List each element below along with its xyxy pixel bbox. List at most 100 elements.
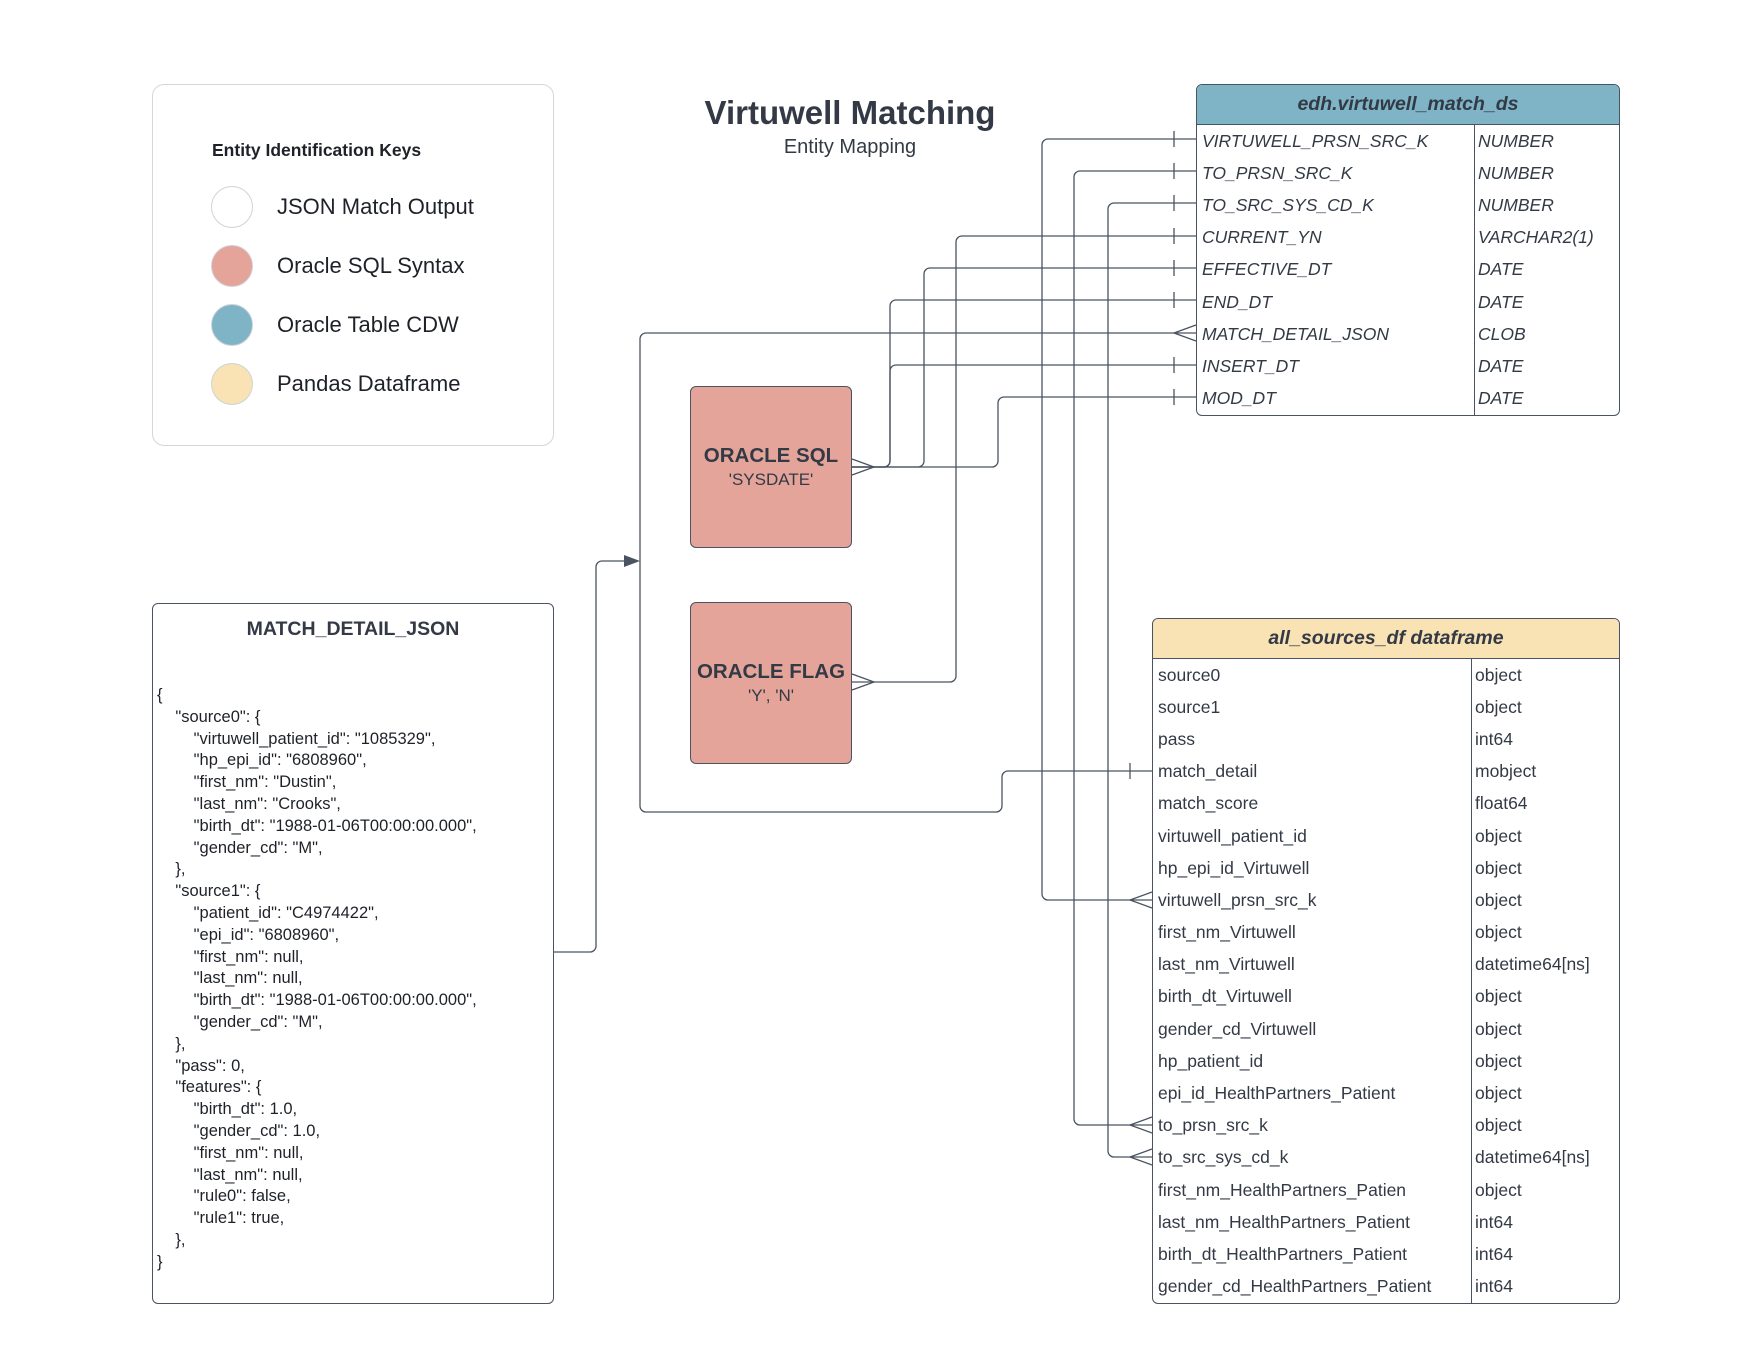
- oracle-sql-title: ORACLE SQL: [703, 444, 839, 467]
- field-name: birth_dt_HealthPartners_Patient: [1158, 1243, 1408, 1264]
- field-type: NUMBER: [1478, 130, 1554, 151]
- table-row: hp_epi_id_Virtuwell object: [1153, 852, 1619, 884]
- field-type: NUMBER: [1478, 194, 1554, 215]
- table-row: MOD_DT DATE: [1197, 383, 1619, 415]
- field-name: TO_PRSN_SRC_K: [1202, 162, 1353, 183]
- table-row: gender_cd_Virtuwell object: [1153, 1013, 1619, 1045]
- field-type: object: [1475, 1115, 1522, 1136]
- page-title: Virtuwell Matching: [704, 94, 996, 131]
- field-name: birth_dt_Virtuwell: [1158, 986, 1292, 1007]
- field-name: MOD_DT: [1202, 388, 1276, 409]
- field-name: gender_cd_Virtuwell: [1158, 1018, 1317, 1039]
- json-line: "rule0": false,: [157, 1187, 291, 1206]
- field-name: first_nm_Virtuwell: [1158, 922, 1296, 943]
- legend-label: JSON Match Output: [277, 194, 474, 219]
- field-name: CURRENT_YN: [1202, 227, 1322, 248]
- json-line: "last_nm": null,: [157, 1165, 303, 1184]
- table-row: epi_id_HealthPartners_Patient object: [1153, 1077, 1619, 1109]
- connector-current-yn: [852, 235, 1196, 683]
- json-line: "source1": {: [157, 882, 261, 901]
- json-line: "gender_cd": "M",: [157, 1012, 323, 1031]
- oracle-sql-box: ORACLE SQL 'SYSDATE': [690, 386, 852, 548]
- legend-swatch-blue: [211, 304, 253, 346]
- oracle-flag-value: 'Y', 'N': [747, 686, 795, 705]
- json-line: "gender_cd": 1.0,: [157, 1121, 321, 1140]
- json-line: "birth_dt": 1.0,: [157, 1100, 298, 1119]
- table-row: END_DT DATE: [1197, 286, 1619, 318]
- json-line: "gender_cd": "M",: [157, 838, 323, 857]
- field-type: object: [1475, 696, 1522, 717]
- json-line: "epi_id": "6808960",: [157, 925, 340, 944]
- json-line: "patient_id": "C4974422",: [157, 903, 379, 922]
- field-name: hp_patient_id: [1158, 1050, 1264, 1071]
- field-type: DATE: [1478, 388, 1524, 409]
- field-type: object: [1475, 857, 1522, 878]
- json-line: "rule1": true,: [157, 1209, 285, 1228]
- arrowhead: [624, 555, 640, 567]
- legend-item-sql: Oracle SQL Syntax: [211, 244, 464, 288]
- oracle-sql-value: 'SYSDATE': [728, 470, 814, 489]
- connector-virtuwell-prsn-src-k: [1041, 138, 1196, 901]
- field-name: epi_id_HealthPartners_Patient: [1158, 1083, 1396, 1104]
- field-type: int64: [1475, 1211, 1513, 1232]
- legend-item-json: JSON Match Output: [211, 185, 474, 229]
- oracle-flag-box: ORACLE FLAG 'Y', 'N': [690, 602, 852, 764]
- table-row: source1 object: [1153, 691, 1619, 723]
- column-divider: [1471, 659, 1472, 1303]
- field-name: pass: [1158, 728, 1195, 749]
- field-type: object: [1475, 922, 1522, 943]
- field-type: DATE: [1478, 291, 1524, 312]
- field-type: datetime64[ns]: [1475, 954, 1590, 975]
- field-type: object: [1475, 664, 1522, 685]
- field-name: MATCH_DETAIL_JSON: [1202, 323, 1390, 344]
- field-name: hp_epi_id_Virtuwell: [1158, 857, 1310, 878]
- oracle-flag-title: ORACLE FLAG: [696, 660, 846, 683]
- field-type: object: [1475, 1083, 1522, 1104]
- connector-to-prsn-src-k: [1073, 170, 1196, 1126]
- legend-item-pandas: Pandas Dataframe: [211, 362, 460, 406]
- field-name: gender_cd_HealthPartners_Patient: [1158, 1276, 1432, 1297]
- match-json-box: MATCH_DETAIL_JSON { "source0": { "virtuw…: [152, 603, 554, 1304]
- connector-effective-dt: [852, 267, 1196, 468]
- json-line: "hp_epi_id": "6808960",: [157, 751, 367, 770]
- oracle-table-name: edh.virtuwell_match_ds: [1197, 85, 1619, 125]
- field-type: object: [1475, 1018, 1522, 1039]
- json-line: }: [157, 1252, 163, 1271]
- json-line: },: [157, 860, 186, 879]
- field-name: match_score: [1158, 793, 1259, 814]
- field-name: virtuwell_patient_id: [1158, 825, 1307, 846]
- json-line: "first_nm": null,: [157, 947, 304, 966]
- json-line: "source0": {: [157, 707, 261, 726]
- connector-end-dt: [852, 299, 1196, 468]
- field-type: object: [1475, 889, 1522, 910]
- json-line: "birth_dt": "1988-01-06T00:00:00.000",: [157, 991, 477, 1010]
- field-name: match_detail: [1158, 761, 1258, 782]
- column-divider: [1474, 125, 1475, 415]
- legend-title: Entity Identification Keys: [212, 140, 422, 160]
- field-name: END_DT: [1202, 291, 1273, 312]
- connector-insert-dt: [852, 364, 1196, 468]
- json-line: },: [157, 1034, 186, 1053]
- connector-match-detail-json: [639, 332, 1196, 813]
- field-name: source1: [1158, 696, 1221, 717]
- json-line: "birth_dt": "1988-01-06T00:00:00.000",: [157, 816, 477, 835]
- json-line: {: [157, 686, 163, 704]
